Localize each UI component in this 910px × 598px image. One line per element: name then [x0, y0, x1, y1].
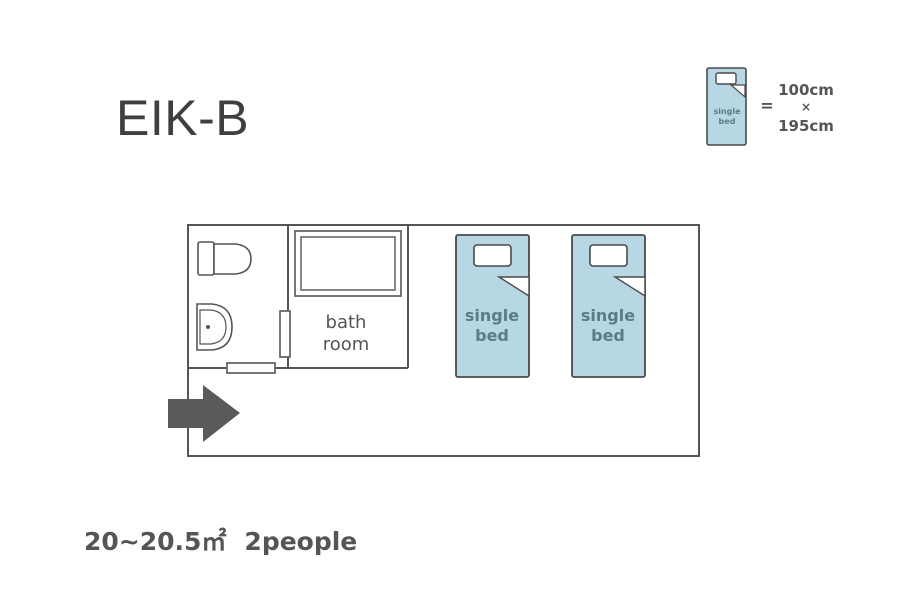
sink-icon [196, 303, 233, 351]
bed-2-label-line2: bed [591, 326, 625, 345]
toilet-sliding-door [226, 362, 276, 374]
entrance-arrow-icon [168, 385, 240, 442]
legend-width: 100cm [778, 81, 834, 99]
bathroom-label-line2: room [323, 334, 370, 355]
bathroom-sliding-door [279, 310, 291, 358]
bed-size-legend: single bed = 100cm × 195cm [706, 67, 834, 146]
bed-2-label-line1: single [581, 306, 635, 325]
legend-equals: = [760, 96, 773, 115]
bed-1-label-line1: single [465, 306, 519, 325]
legend-length: 195cm [778, 117, 834, 135]
single-bed-1: single bed [455, 234, 530, 378]
legend-bed-label-line2: bed [719, 117, 736, 126]
room-title: EIK-B [116, 90, 250, 146]
bathroom-label-line1: bath [326, 312, 367, 333]
toilet-icon [197, 241, 252, 276]
single-bed-2: single bed [571, 234, 646, 378]
room-capacity: 2people [244, 527, 358, 556]
legend-bed-icon: single bed [706, 67, 747, 146]
bed-1-label-line2: bed [475, 326, 509, 345]
room-outline [187, 224, 700, 457]
legend-bed-label-line1: single [713, 107, 741, 116]
room-specs: 20~20.5㎡ 2people [84, 526, 357, 558]
legend-times: × [801, 100, 811, 114]
room-area: 20~20.5㎡ [84, 527, 227, 556]
bathroom-walls [188, 225, 409, 369]
bathtub-icon [294, 230, 402, 297]
